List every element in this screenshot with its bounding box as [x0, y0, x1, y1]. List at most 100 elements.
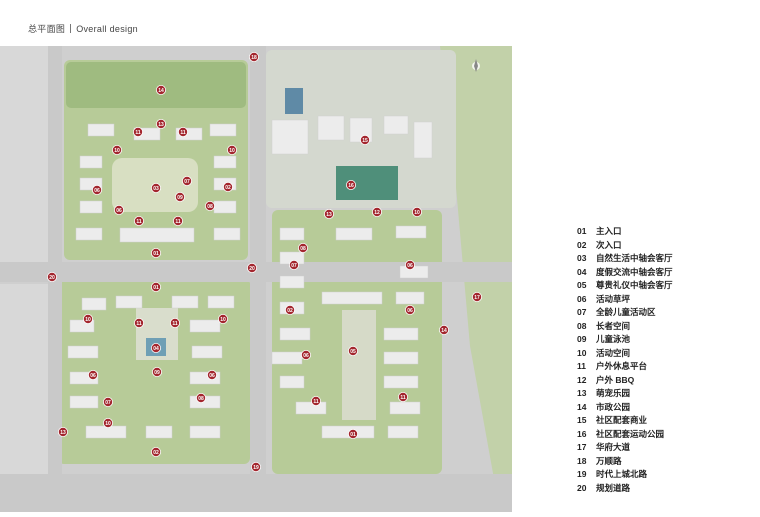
legend-label: 时代上城北路	[596, 469, 648, 479]
legend-number: 08	[577, 320, 587, 331]
legend-item: 19 时代上城北路	[577, 468, 673, 482]
marker-label: 08	[300, 246, 306, 252]
marker: 09	[175, 192, 185, 202]
marker: 06	[405, 305, 415, 315]
legend-label: 规划道路	[596, 482, 631, 493]
legend-label: 活动空间	[596, 347, 631, 358]
marker-label: 01	[153, 285, 159, 291]
marker-label: 06	[209, 373, 215, 379]
legend-number: 06	[577, 293, 587, 304]
north-arrow-icon	[472, 59, 480, 72]
legend-number: 20	[577, 482, 587, 493]
legend-number: 14	[577, 401, 587, 412]
marker-label: 10	[229, 148, 235, 154]
marker: 06	[92, 185, 102, 195]
marker: 11	[178, 127, 188, 137]
marker: 04	[151, 343, 161, 353]
legend-number: 16	[577, 428, 587, 439]
legend-number: 15	[577, 415, 587, 425]
marker-label: 11	[175, 219, 181, 225]
legend-item: 16 社区配套运动公园	[577, 428, 673, 442]
marker: 06	[405, 260, 415, 270]
title-en: Overall design	[76, 24, 138, 34]
marker: 10	[227, 145, 237, 155]
master-plan-map: 18 14 13 11 11 10 10 06 03 07 09 02 06 0…	[0, 46, 512, 512]
legend-item: 14 市政公园	[577, 401, 673, 415]
marker: 13	[58, 427, 68, 437]
marker-label: 11	[136, 219, 142, 225]
legend-item: 07 全龄儿童活动区	[577, 306, 673, 320]
marker-label: 07	[105, 400, 111, 406]
legend-label: 自然生活中轴会客厅	[596, 253, 673, 263]
marker: 06	[207, 370, 217, 380]
marker-label: 12	[374, 210, 380, 216]
marker-label: 01	[350, 432, 356, 438]
sports-park	[336, 166, 398, 200]
marker-label: 11	[172, 321, 178, 327]
pool-ne	[285, 88, 303, 114]
legend-item: 01 主入口	[577, 225, 673, 239]
marker: 07	[182, 176, 192, 186]
legend-label: 华府大道	[596, 442, 631, 452]
block-se-axis	[342, 310, 376, 420]
legend-label: 社区配套商业	[596, 415, 648, 425]
marker: 01	[151, 282, 161, 292]
legend-label: 社区配套运动公园	[596, 428, 665, 439]
marker-label: 13	[326, 212, 332, 218]
marker: 01	[348, 429, 358, 439]
marker: 10	[103, 418, 113, 428]
legend-item: 06 活动草坪	[577, 293, 673, 307]
legend-number: 19	[577, 469, 587, 479]
legend-label: 尊贵礼仪中轴会客厅	[596, 280, 673, 290]
marker-label: 11	[180, 130, 186, 136]
marker-label: 13	[60, 430, 66, 436]
legend-label: 度假交流中轴会客厅	[596, 266, 673, 277]
marker: 06	[88, 370, 98, 380]
marker-label: 16	[348, 183, 354, 189]
legend-number: 11	[577, 361, 586, 371]
marker: 11	[134, 216, 144, 226]
marker: 11	[173, 216, 183, 226]
marker: 02	[285, 305, 295, 315]
legend-label: 萌宠乐园	[596, 388, 631, 398]
legend-label: 主入口	[596, 226, 622, 236]
marker-label: 18	[251, 55, 257, 61]
marker: 02	[151, 447, 161, 457]
legend-number: 04	[577, 266, 587, 277]
legend-number: 07	[577, 307, 587, 317]
marker: 03	[151, 183, 161, 193]
road-vertical	[250, 46, 266, 512]
legend-label: 活动草坪	[596, 293, 631, 304]
legend-number: 12	[577, 374, 587, 385]
title-cn: 总平面图	[28, 24, 66, 34]
legend-number: 01	[577, 226, 587, 236]
marker-label: 06	[303, 353, 309, 359]
marker-label: 10	[220, 317, 226, 323]
marker: 08	[205, 201, 215, 211]
marker-label: 08	[198, 396, 204, 402]
legend-number: 09	[577, 334, 587, 344]
marker: 07	[289, 260, 299, 270]
road-bottom	[0, 474, 512, 512]
marker-label: 09	[177, 195, 183, 201]
legend-item: 15 社区配套商业	[577, 414, 673, 428]
marker-label: 06	[116, 208, 122, 214]
marker-label: 06	[407, 308, 413, 314]
marker: 11	[311, 396, 321, 406]
marker-label: 02	[225, 185, 231, 191]
legend-label: 市政公园	[596, 401, 631, 412]
marker-label: 09	[154, 370, 160, 376]
marker: 09	[152, 367, 162, 377]
legend-number: 13	[577, 388, 587, 398]
marker-label: 01	[153, 251, 159, 257]
legend-label: 全龄儿童活动区	[596, 307, 656, 317]
marker: 11	[133, 127, 143, 137]
marker: 11	[398, 392, 408, 402]
marker: 19	[251, 462, 261, 472]
legend-label: 万顺路	[596, 455, 622, 466]
